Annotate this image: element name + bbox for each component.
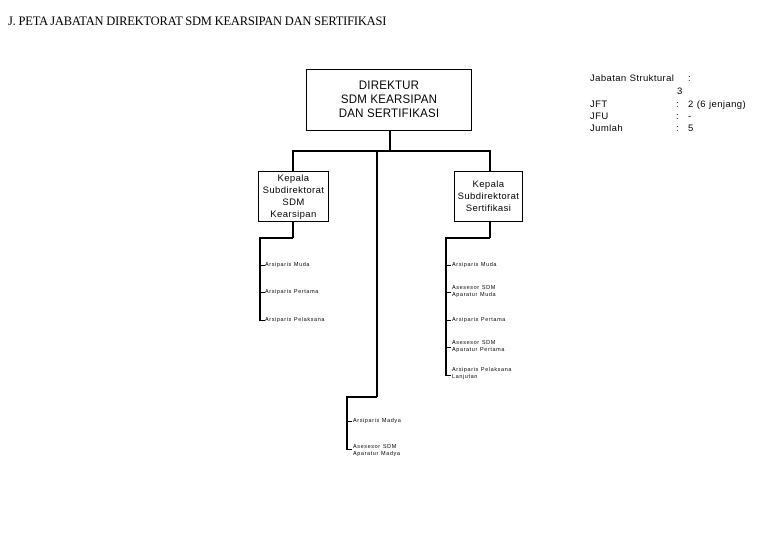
summary-label: JFT: [590, 99, 608, 110]
leaf-item: Asesesor SDM Aparatur Pertama: [452, 340, 506, 353]
connector-line: [346, 396, 348, 450]
subdirectorate-sertifikasi-box: Kepala Subdirektorat Sertifikasi: [454, 171, 523, 222]
connector-line: [445, 320, 451, 321]
connector-line: [445, 237, 490, 239]
connector-line: [292, 150, 294, 171]
connector-line: [259, 237, 293, 239]
connector-line: [445, 237, 447, 376]
connector-line: [445, 375, 451, 376]
subdirectorate-sertifikasi-label: Kepala Subdirektorat Sertifikasi: [457, 178, 520, 214]
subdirectorate-sdm-box: Kepala Subdirektorat SDM Kearsipan: [258, 171, 329, 222]
connector-line: [346, 396, 377, 398]
leaf-item: Arsiparis Pertama: [452, 317, 506, 323]
connector-line: [376, 150, 378, 397]
summary-colon: :: [676, 99, 680, 110]
page-title: J. PETA JABATAN DIREKTORAT SDM KEARSIPAN…: [8, 14, 387, 28]
connector-line: [259, 237, 261, 321]
connector-line: [346, 421, 352, 422]
leaf-item: Asesesor SDM Aparatur Muda: [452, 285, 497, 298]
connector-line: [292, 150, 490, 152]
connector-line: [259, 292, 265, 293]
summary-colon: :: [676, 111, 680, 122]
summary-label: JFU: [590, 111, 609, 122]
summary-value: 5: [688, 123, 694, 134]
director-label: DIREKTUR SDM KEARSIPAN DAN SERTIFIKASI: [338, 80, 440, 120]
connector-line: [259, 320, 265, 321]
connector-line: [292, 221, 294, 238]
summary-colon: :: [688, 73, 692, 84]
leaf-item: Arsiparis Muda: [265, 262, 311, 268]
summary-value: 2 (6 jenjang): [688, 99, 747, 110]
connector-line: [445, 292, 451, 293]
connector-line: [259, 265, 265, 266]
leaf-item: Arsiparis Muda: [452, 262, 498, 268]
summary-label: Jumlah: [590, 123, 624, 134]
leaf-item: Arsiparis Madya: [353, 418, 402, 424]
leaf-item: Arsiparis Pelaksana Lanjutan: [452, 367, 513, 380]
connector-line: [389, 130, 391, 151]
connector-line: [489, 221, 491, 238]
leaf-item: Asesesor SDM Aparatur Madya: [353, 444, 401, 457]
connector-line: [346, 449, 352, 450]
summary-colon: :: [676, 123, 680, 134]
connector-line: [445, 347, 451, 348]
subdirectorate-sdm-label: Kepala Subdirektorat SDM Kearsipan: [262, 172, 325, 220]
leaf-item: Arsiparis Pelaksana: [265, 317, 326, 323]
connector-line: [489, 150, 491, 171]
summary-colon: 3: [677, 86, 683, 97]
leaf-item: Arsiparis Pertama: [265, 289, 319, 295]
summary-value: -: [688, 111, 692, 122]
director-box: DIREKTUR SDM KEARSIPAN DAN SERTIFIKASI: [306, 69, 472, 131]
connector-line: [445, 265, 451, 266]
summary-label: Jabatan Struktural: [590, 73, 675, 84]
